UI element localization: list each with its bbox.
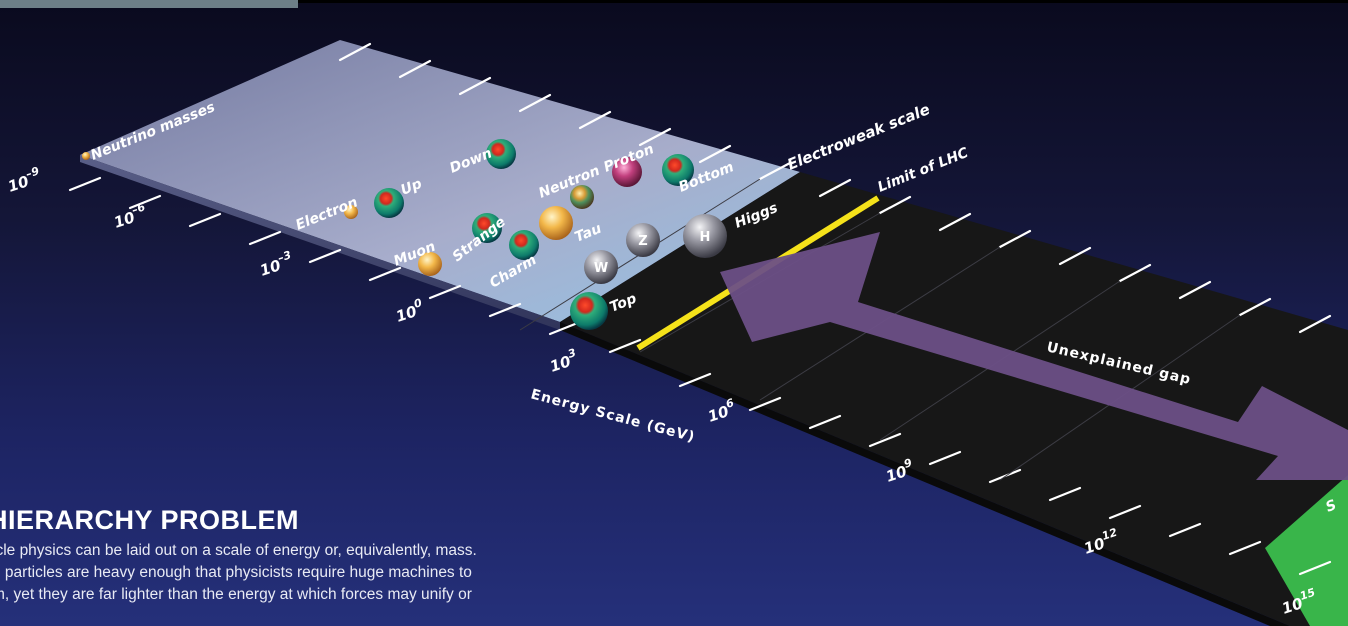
up-label: Up (399, 176, 425, 199)
tick-label-1e3: 103 (546, 346, 580, 376)
top-quark-ball (570, 292, 608, 330)
tick-label-1e-9: 10–9 (4, 164, 43, 196)
unification-zone (1265, 475, 1348, 626)
neutrino-ball (82, 152, 90, 160)
z-letter: Z (638, 234, 647, 249)
svg-text:10–3: 10–3 (256, 248, 295, 280)
svg-text:100: 100 (392, 296, 426, 326)
z-boson-ball (626, 223, 660, 257)
top-dark-bar (298, 0, 1348, 3)
tick-label-1e6: 106 (704, 396, 738, 426)
particles (82, 139, 727, 330)
muon-ball (418, 252, 442, 276)
top-accent-bar (0, 0, 298, 8)
charm-quark-ball (509, 230, 539, 260)
svg-text:1015: 1015 (1278, 586, 1320, 618)
w-boson-ball (584, 250, 618, 284)
svg-text:106: 106 (704, 396, 738, 426)
higgs-boson-ball (683, 214, 727, 258)
caption-body: icle physics can be laid out on a scale … (0, 540, 477, 606)
electron-ball (344, 205, 358, 219)
proton-ball (612, 157, 642, 187)
svg-text:103: 103 (546, 346, 580, 376)
h-letter: H (700, 230, 711, 245)
lhc-label: Limit of LHC (876, 145, 972, 196)
strange-quark-ball (472, 213, 502, 243)
caption-block: HIERARCHY PROBLEM icle physics can be la… (0, 505, 477, 606)
tick-label-1e15: 1015 (1278, 586, 1320, 618)
caption-line: m, yet they are far lighter than the ene… (0, 586, 472, 603)
axis-title: Energy Scale (GeV) (529, 386, 697, 445)
known-range-band (80, 40, 800, 322)
gap-arrow (720, 232, 1348, 480)
down-quark-ball (486, 139, 516, 169)
tick-label-1e-6: 10–6 (110, 200, 149, 232)
neutron-ball (570, 185, 594, 209)
known-range-band-edge (80, 155, 560, 330)
caption-line: icle physics can be laid out on a scale … (0, 542, 477, 559)
tau-ball (539, 206, 573, 240)
tick-label-1e9: 109 (882, 456, 916, 486)
svg-text:1012: 1012 (1080, 526, 1122, 558)
up-quark-ball (374, 188, 404, 218)
svg-text:10–6: 10–6 (110, 200, 149, 232)
caption-line: n particles are heavy enough that physic… (0, 564, 472, 581)
tick-label-1e-3: 10–3 (256, 248, 295, 280)
svg-text:10–9: 10–9 (4, 164, 43, 196)
tick-marks (68, 42, 1332, 576)
tick-label-1e12: 1012 (1080, 526, 1122, 558)
electroweak-label: Electroweak scale (785, 100, 933, 174)
unexplored-band-edge (560, 322, 1290, 626)
w-letter: W (594, 261, 608, 276)
svg-text:109: 109 (882, 456, 916, 486)
tick-label-1e0: 100 (392, 296, 426, 326)
bottom-quark-ball (662, 154, 694, 186)
caption-title: HIERARCHY PROBLEM (0, 505, 300, 535)
